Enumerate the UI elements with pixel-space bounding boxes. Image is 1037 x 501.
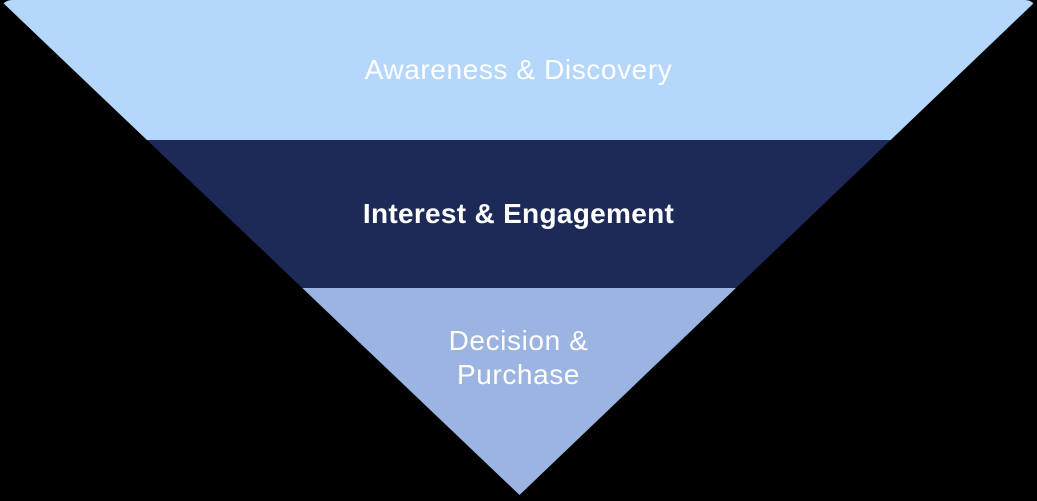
stage-decision-label-line2: Purchase xyxy=(456,359,581,390)
stage-awareness-label: Awareness & Discovery xyxy=(364,54,673,85)
stage-decision-label: Decision & Purchase xyxy=(449,324,589,392)
funnel-stage-awareness: Awareness & Discovery xyxy=(0,0,1037,140)
stage-interest-label: Interest & Engagement xyxy=(362,198,675,229)
funnel-stage-interest: Interest & Engagement xyxy=(0,140,1037,288)
funnel-stage-decision: Decision & Purchase xyxy=(0,288,1037,495)
stage-decision-label-line1: Decision & xyxy=(448,325,589,356)
